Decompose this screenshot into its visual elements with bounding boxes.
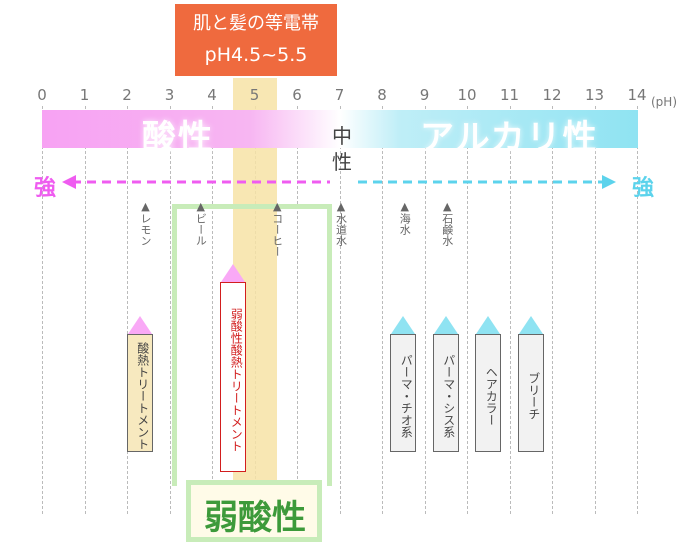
axis-tick-label: 12: [542, 86, 562, 104]
axis-tick-label: 2: [122, 86, 132, 104]
grid-line: [297, 106, 298, 514]
axis-tick-label: 5: [249, 86, 260, 104]
axis-tick-label: 10: [457, 86, 477, 104]
axis-tick-label: 11: [499, 86, 520, 104]
acidic-label: 酸性: [142, 118, 214, 158]
isoelectric-title-box: 肌と髪の等電帯 pH4.5~5.5: [175, 4, 337, 76]
alkaline-label: アルカリ性: [420, 118, 599, 158]
reference-label: ▲コーヒー: [270, 200, 284, 257]
product-label: 弱酸性酸熱トリートメント: [220, 282, 247, 472]
product-marker: [518, 316, 543, 334]
axis-tick-label: 1: [79, 86, 90, 104]
reference-label: ▲ビール: [194, 200, 208, 246]
product-marker: [221, 264, 246, 282]
product-label: パーマ・チオ系: [390, 334, 417, 452]
grid-line: [169, 106, 171, 514]
grid-line: [84, 106, 86, 514]
strong-acid-label: 強: [34, 176, 57, 201]
title-line-1: 肌と髪の等電帯: [193, 13, 319, 34]
grid-line: [552, 106, 553, 514]
weak-acidic-label-box: [186, 480, 322, 542]
alkali-arrow-head: [602, 175, 616, 189]
product-label: ブリーチ: [517, 334, 544, 452]
weak-acidic-label: 弱酸性: [204, 498, 306, 538]
axis-tick-label: 8: [377, 86, 387, 104]
reference-label: ▲水道水: [334, 200, 348, 246]
grid-line: [127, 106, 128, 514]
product-marker: [391, 316, 416, 334]
axis-tick-label: 7: [334, 86, 345, 104]
axis-tick-label: 6: [292, 86, 302, 104]
product-label: 酸熱トリートメント: [126, 334, 153, 452]
grid-line: [467, 106, 468, 514]
axis-tick-label: 14: [627, 86, 647, 104]
grid-line: [594, 106, 596, 514]
axis-tick-label: 13: [584, 86, 605, 104]
grid-line: [42, 106, 43, 514]
product-label: パーマ・シス系: [432, 334, 459, 452]
grid-line: [424, 106, 426, 514]
axis-tick-label: 3: [164, 86, 175, 104]
title-line-2: pH4.5~5.5: [204, 44, 308, 66]
ph-gradient-band: [42, 110, 638, 148]
grid-line: [212, 106, 213, 514]
grid-line: [637, 106, 638, 514]
grid-line: [509, 106, 511, 514]
weak-acidic-bracket: [172, 204, 332, 486]
neutral-label-1: 中: [332, 124, 352, 148]
reference-label: ▲レモン: [139, 200, 152, 246]
grid-line: [382, 106, 383, 514]
product-label: ヘアカラー: [475, 334, 502, 452]
neutral-label-2: 性: [332, 150, 352, 174]
product-marker: [127, 316, 152, 334]
product-marker: [433, 316, 458, 334]
product-marker: [476, 316, 501, 334]
axis-tick-label: 9: [419, 86, 430, 104]
axis-tick-label: 4: [207, 86, 217, 104]
grid-line: [339, 106, 341, 514]
acid-arrow-head: [62, 175, 76, 189]
reference-label: ▲海水: [398, 200, 412, 235]
ph-unit-label: (pH): [651, 95, 678, 109]
axis-tick-label: 0: [37, 86, 47, 104]
reference-label: ▲石鹸水: [440, 200, 454, 246]
strong-alkali-label: 強: [632, 176, 655, 201]
